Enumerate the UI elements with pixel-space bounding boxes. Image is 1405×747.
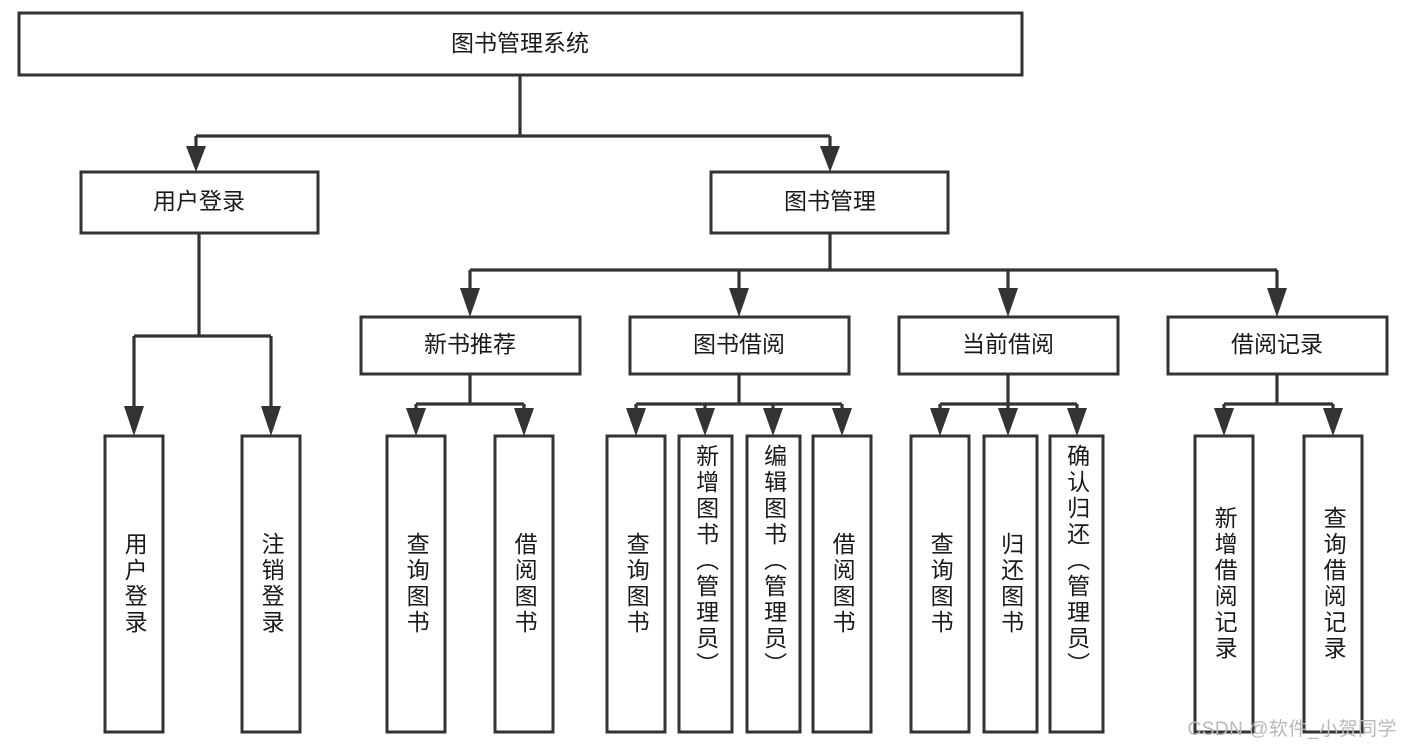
node-box-borrow-record[interactable] (1166, 315, 1389, 376)
arrow-leaf-user-login (124, 406, 144, 436)
leaf-box-borrow-query-book[interactable] (605, 434, 667, 734)
arrow-borrow-leaf-2 (695, 408, 715, 436)
node-label-new-book-recommend: 新书推荐 (424, 331, 516, 357)
node-boxes: 图书管理系统 用户登录 图书管理 新书推荐 图书借阅 当前借阅 借阅记录 (17, 11, 1389, 734)
leaf-box-logout[interactable] (240, 434, 302, 734)
arrow-record-leaf-2 (1323, 408, 1343, 436)
arrow-current-leaf-1 (930, 408, 950, 436)
leaf-box-borrow-edit-book[interactable] (745, 434, 802, 734)
arrow-book-manage (820, 146, 840, 172)
arrow-current-borrow (998, 288, 1018, 317)
node-label-book-manage: 图书管理 (784, 188, 876, 214)
arrow-record-leaf-1 (1214, 408, 1234, 436)
arrow-borrow-leaf-4 (832, 408, 852, 436)
node-box-user-login[interactable] (79, 170, 320, 235)
leaf-box-current-return-book[interactable] (982, 434, 1039, 734)
arrow-new-book-recommend (460, 288, 480, 317)
arrow-recommend-leaf-2 (514, 408, 534, 436)
connectors (124, 75, 1343, 436)
node-box-current-borrow[interactable] (897, 315, 1120, 376)
leaf-box-borrow-add-book[interactable] (677, 434, 734, 734)
arrow-leaf-logout (261, 406, 281, 436)
leaf-box-current-query-book[interactable] (909, 434, 971, 734)
arrow-current-leaf-2 (998, 408, 1018, 436)
node-label-book-borrow: 图书借阅 (693, 331, 785, 357)
node-label-borrow-record: 借阅记录 (1231, 331, 1323, 357)
node-label-user-login: 用户登录 (153, 188, 245, 214)
leaf-box-user-login[interactable] (103, 434, 165, 734)
arrow-user-login (186, 146, 206, 172)
arrow-recommend-leaf-1 (406, 408, 426, 436)
node-box-book-borrow[interactable] (628, 315, 851, 376)
arrow-borrow-leaf-1 (626, 408, 646, 436)
leaf-box-recommend-query-book[interactable] (385, 434, 447, 734)
leaf-box-record-query[interactable] (1302, 434, 1364, 734)
csdn-watermark: CSDN @软件_小贺同学 (1187, 719, 1397, 740)
node-label-current-borrow: 当前借阅 (962, 331, 1054, 357)
leaf-box-current-confirm-return[interactable] (1048, 434, 1105, 734)
arrow-book-borrow (729, 288, 749, 317)
arrow-current-leaf-3 (1067, 408, 1087, 436)
node-box-book-manage[interactable] (709, 170, 950, 235)
arrow-borrow-leaf-3 (763, 408, 783, 436)
leaf-box-record-add[interactable] (1193, 434, 1255, 734)
node-label-root: 图书管理系统 (451, 30, 589, 56)
leaf-box-borrow-borrow-book[interactable] (811, 434, 873, 734)
arrow-borrow-record (1267, 288, 1287, 317)
node-box-new-book-recommend[interactable] (359, 315, 582, 376)
leaf-box-recommend-borrow-book[interactable] (493, 434, 555, 734)
node-box-root[interactable] (17, 11, 1024, 77)
